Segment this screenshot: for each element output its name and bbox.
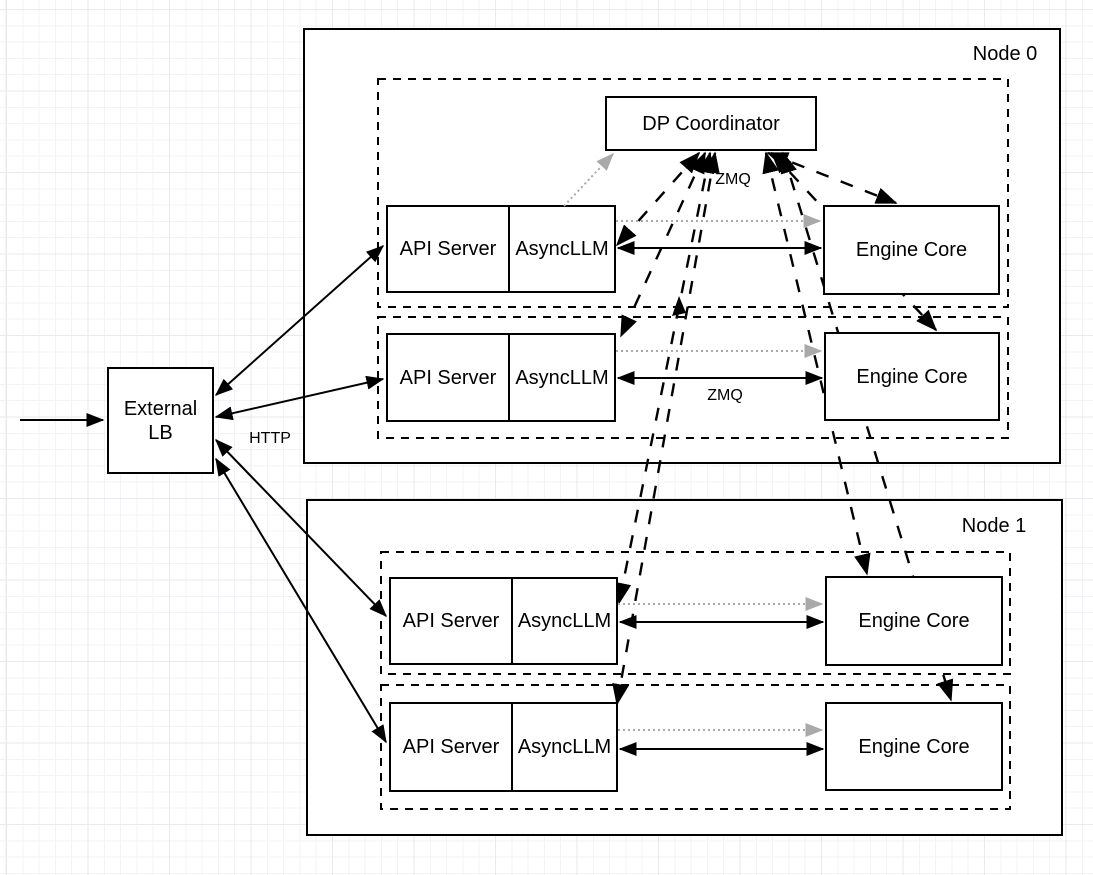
asyncllm-label-n0r1: AsyncLLM: [515, 238, 609, 260]
node0-label: Node 0: [972, 43, 1038, 65]
external-lb-line2: LB: [148, 421, 173, 444]
engine-core-label-n0r2: Engine Core: [856, 365, 968, 388]
api-server-label-n1r1: API Server: [402, 610, 500, 632]
edge-gray-async-coord: [563, 152, 614, 207]
gray-dotted-links: [563, 152, 824, 737]
node1-row2-server-box: [389, 702, 618, 792]
node0-row1-server-box: [386, 205, 616, 293]
node0-row2-server-box: [386, 333, 616, 422]
node1-row1-server-box: [389, 577, 618, 665]
api-server-label-n0r2: API Server: [399, 366, 497, 389]
api-server-label-n1r2: API Server: [402, 736, 500, 758]
zmq-label-top: ZMQ: [715, 171, 751, 189]
dp-coordinator-label: DP Coordinator: [642, 112, 780, 135]
engine-core-label-n1r1: Engine Core: [858, 610, 970, 632]
node1-row2-engine-box: [825, 702, 1003, 791]
zmq-label-row2: ZMQ: [707, 387, 743, 405]
http-label: HTTP: [249, 430, 291, 448]
asyncllm-label-n1r1: AsyncLLM: [517, 610, 612, 632]
external-lb-box: [107, 367, 214, 474]
node0-row2-engine-box: [824, 332, 1000, 421]
engine-core-label-n0r1: Engine Core: [855, 239, 968, 261]
external-lb-line1: External: [123, 397, 198, 420]
edge-lb-api-n0r2: [214, 375, 385, 421]
node1-row2-group: [380, 684, 1011, 810]
engine-core-label-n1r2: Engine Core: [858, 735, 970, 758]
asyncllm-label-n0r2: AsyncLLM: [515, 366, 609, 389]
node1-row1-engine-box: [825, 576, 1003, 666]
up-arrowhead: [672, 296, 686, 316]
api-server-label-n0r1: API Server: [399, 238, 497, 260]
node1-label: Node 1: [961, 515, 1027, 537]
edge-lb-api-n1r2: [215, 457, 387, 744]
dp-coordinator-box: [605, 96, 817, 151]
asyncllm-label-n1r2: AsyncLLM: [517, 736, 612, 758]
node0-row1-engine-box: [823, 205, 1000, 295]
edge-lb-api-n0r1: [214, 245, 385, 396]
